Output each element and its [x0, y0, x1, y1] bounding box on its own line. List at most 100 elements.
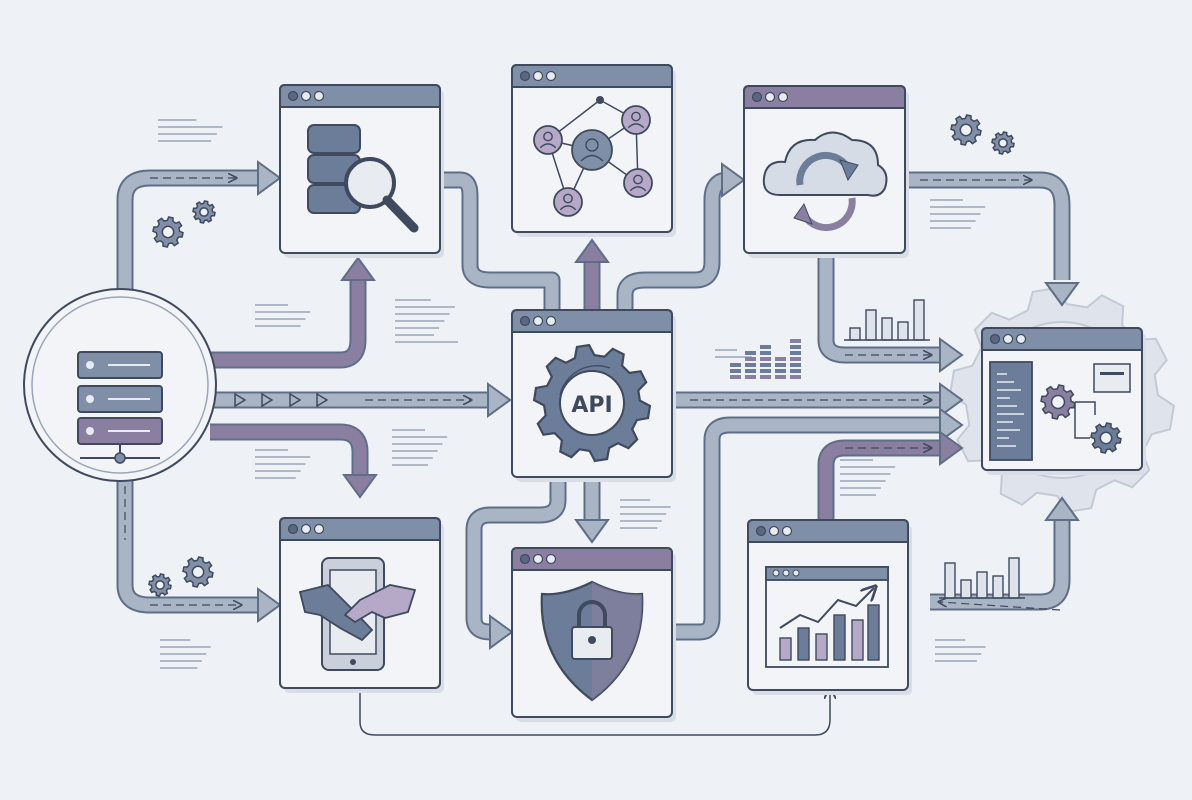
pipe-arrowhead	[574, 238, 610, 263]
pipe-database-to-api	[440, 171, 561, 310]
dashboard-widget	[1093, 363, 1131, 393]
window-control-dot	[287, 90, 299, 102]
bar	[849, 327, 861, 341]
mini-bar-chart-icon	[939, 557, 1025, 599]
equalizer-cell	[760, 369, 771, 373]
dashboard-sidebar	[989, 361, 1033, 461]
gear-icon	[152, 216, 184, 248]
window-control-dot	[755, 525, 767, 537]
sync-arrowhead	[839, 159, 859, 182]
equalizer-cell	[730, 375, 741, 379]
window-control-dot	[287, 523, 299, 535]
pipe-arrowhead	[257, 587, 282, 623]
chart-panel-dot	[792, 569, 800, 577]
pipe-security-to-dashboard	[672, 407, 964, 641]
window-title-bar	[511, 309, 673, 333]
pipe-api-to-network	[574, 238, 610, 310]
window-title-bar	[279, 84, 441, 108]
shield-lock-icon	[540, 580, 644, 702]
chart-panel-dot	[782, 569, 790, 577]
chart-bar	[779, 637, 792, 661]
equalizer-cell	[790, 339, 801, 343]
server-network-node	[114, 452, 126, 464]
decorations	[124, 114, 1061, 669]
equalizer-cell	[730, 363, 741, 367]
pipe-cloud-to-dashboard	[905, 171, 1080, 307]
pipe-fill	[118, 171, 258, 300]
pipe-arrowhead	[487, 382, 512, 418]
window-control-dot	[545, 70, 557, 82]
window-control-dot	[545, 553, 557, 565]
equalizer-cell	[790, 375, 801, 379]
equalizer-cell	[760, 375, 771, 379]
bar	[1008, 557, 1020, 599]
dashboard-widget-line	[1100, 372, 1124, 375]
play-arrow-icon	[289, 392, 302, 408]
window-control-dot	[313, 523, 325, 535]
server-circle-inner	[31, 296, 209, 474]
cloud-shape	[762, 131, 888, 197]
api-label: API	[571, 393, 612, 418]
gear-icon	[950, 114, 982, 146]
bar	[913, 299, 925, 341]
gear-hole	[959, 123, 973, 137]
pipe-analytics-to-dashboard	[817, 430, 964, 520]
equalizer-cell	[775, 369, 786, 373]
pipe-fill	[819, 441, 940, 520]
window-control-dot	[764, 91, 776, 103]
pipe-fill	[210, 425, 367, 475]
user-node	[571, 129, 613, 171]
window-control-dot	[313, 90, 325, 102]
gear-icon	[192, 200, 216, 224]
network-dot	[596, 96, 604, 104]
pipe-arrowhead	[574, 519, 610, 544]
gear-icon	[991, 131, 1015, 155]
pipe-arrowhead	[489, 614, 514, 650]
server-led	[86, 395, 94, 403]
chart-bar	[833, 614, 846, 661]
pipe-outline	[116, 460, 258, 614]
equalizer-cell	[790, 345, 801, 349]
play-arrow-icon	[261, 392, 274, 408]
bar	[976, 571, 988, 599]
pipe-fill	[618, 173, 729, 310]
gear-hole	[998, 138, 1008, 148]
server-rack-icon	[23, 288, 217, 482]
server-led	[86, 361, 94, 369]
user-head	[585, 138, 599, 152]
equalizer-icon	[730, 339, 801, 379]
pipe-fill	[819, 253, 940, 362]
user-head	[563, 193, 573, 204]
user-body	[627, 123, 645, 129]
pipe-outline	[116, 169, 258, 300]
equalizer-cell	[745, 357, 756, 361]
dashed-flow-line	[940, 602, 1061, 611]
pipe-api-to-security	[574, 477, 610, 544]
phone-button	[350, 659, 356, 665]
dashboard-gear-icon-large	[1040, 384, 1076, 420]
window-control-dot	[532, 553, 544, 565]
window-control-dot	[532, 315, 544, 327]
gear-hole	[155, 580, 165, 590]
bar	[944, 562, 956, 599]
gear-hole	[161, 225, 175, 239]
window-title-bar	[743, 85, 906, 109]
pipe-arrowhead	[939, 430, 964, 466]
pipe-fill	[118, 460, 258, 612]
user-body	[580, 154, 604, 162]
window-control-dot	[777, 91, 789, 103]
pipe-arrowhead	[257, 160, 282, 196]
pipe-fill	[210, 280, 365, 367]
pipe-fill	[467, 477, 565, 639]
chart-bar	[815, 633, 828, 661]
lock-keyhole	[588, 636, 596, 644]
chart-panel-dot	[772, 569, 780, 577]
window-title-bar	[981, 327, 1143, 351]
equalizer-cell	[745, 351, 756, 355]
user-network-icon	[533, 96, 653, 217]
window-title-bar	[511, 547, 673, 571]
pipe-arrowhead	[1044, 496, 1080, 521]
sync-arrowhead	[793, 202, 813, 225]
api-gear-center	[559, 370, 625, 436]
